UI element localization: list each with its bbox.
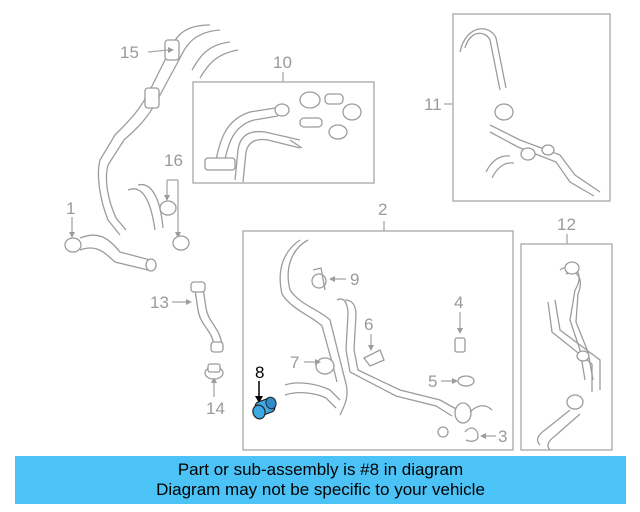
callout-11: 11 [424,95,442,114]
part-11-hoses [459,28,601,197]
callout-10: 10 [273,53,292,72]
part-15-tube [97,24,239,236]
callout-16: 16 [164,151,183,170]
part-16-clamps [159,200,190,251]
callout-13: 13 [150,293,169,312]
box-12 [520,243,613,451]
banner-line-1: Part or sub-assembly is #8 in diagram [177,460,464,479]
part-5-oring [457,375,475,387]
part-12-hoses [536,261,601,451]
part-8-highlighted [252,396,277,420]
callout-8: 8 [255,363,264,382]
part-10-hoses [204,91,362,183]
callout-5: 5 [428,372,437,391]
callout-6: 6 [364,315,373,334]
banner-line-2: Diagram may not be specific to your vehi… [156,480,485,499]
callout-9: 9 [350,270,359,289]
part-13-hose [190,281,224,353]
callout-3: 3 [498,427,507,446]
callout-12: 12 [557,215,576,234]
callout-4: 4 [454,293,463,312]
part-4-sensor [454,337,466,353]
callout-7: 7 [290,353,299,372]
callout-2: 2 [378,200,387,219]
callout-15: 15 [120,43,139,62]
part-2-hoses [279,239,493,438]
box-11 [452,13,611,202]
part-14-cap [204,363,224,380]
info-banner: Part or sub-assembly is #8 in diagram Di… [15,456,626,504]
box-2 [242,230,514,451]
callout-14: 14 [206,399,225,418]
callout-1: 1 [66,199,75,218]
parts-diagram: 15 10 11 16 [64,13,613,451]
part-1-hose [64,234,157,272]
part-3-clip [464,427,479,442]
part-6-bracket [363,349,385,367]
